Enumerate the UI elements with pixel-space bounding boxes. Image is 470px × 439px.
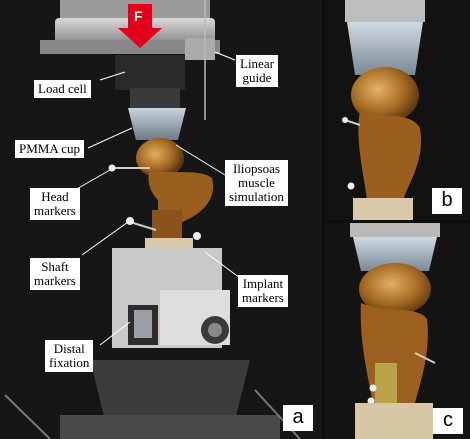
femoral-head xyxy=(359,263,431,315)
label-pmma-cup: PMMA cup xyxy=(15,140,85,158)
pmma-cup xyxy=(347,22,423,75)
label-iliopsoas-line1: Iliopsoas xyxy=(232,161,280,176)
label-shaft-markers-line1: Shaft xyxy=(41,259,69,274)
leader-distal-fixation xyxy=(99,321,131,346)
label-load-cell-text: Load cell xyxy=(38,81,87,96)
label-head-markers: Head markers xyxy=(30,188,80,220)
leader-head-markers xyxy=(74,169,111,191)
machine-top xyxy=(350,223,440,237)
force-arrow xyxy=(118,4,162,48)
panel-c-photo: c xyxy=(325,223,470,439)
label-pmma-cup-text: PMMA cup xyxy=(19,141,81,156)
label-load-cell: Load cell xyxy=(34,80,91,98)
machine-top xyxy=(345,0,425,22)
shaft-marker xyxy=(126,217,134,225)
femoral-head xyxy=(351,67,419,123)
cement-base xyxy=(355,403,433,439)
panel-label-c: c xyxy=(433,408,463,434)
label-shaft-markers: Shaft markers xyxy=(30,258,80,290)
label-linear-guide-line1: Linear xyxy=(240,56,274,71)
panel-a-photo: F Load cell Linear guide PMMA cup Iliops… xyxy=(4,0,313,439)
leader-pmma-cup xyxy=(87,127,133,149)
label-shaft-markers-line2: markers xyxy=(34,273,76,288)
leader-shaft-markers xyxy=(81,221,129,256)
label-linear-guide-line2: guide xyxy=(242,70,272,85)
label-implant-markers: Implant markers xyxy=(238,275,288,307)
force-symbol: F xyxy=(134,8,143,24)
head-marker xyxy=(108,164,116,172)
panel-label-a: a xyxy=(283,405,313,431)
machine-base xyxy=(90,360,250,420)
label-distal-fixation: Distal fixation xyxy=(45,340,94,372)
load-cell xyxy=(115,55,185,90)
panel-label-b: b xyxy=(432,188,462,214)
label-linear-guide: Linear guide xyxy=(236,55,278,87)
leader-iliopsoas xyxy=(175,144,226,176)
femur-proximal xyxy=(358,110,422,200)
pmma-cup xyxy=(353,237,437,271)
panel-b-photo: b xyxy=(325,0,470,220)
label-distal-fixation-line1: Distal xyxy=(53,341,85,356)
label-iliopsoas-line2: muscle xyxy=(238,175,275,190)
pmma-cup xyxy=(128,108,186,140)
label-implant-markers-line2: markers xyxy=(242,290,284,305)
label-implant-markers-line1: Implant xyxy=(242,276,284,291)
label-iliopsoas: Iliopsoas muscle simulation xyxy=(225,160,288,206)
cement-base xyxy=(353,198,413,220)
implant-marker xyxy=(369,384,377,392)
leader-implant-markers xyxy=(204,251,241,279)
panel-b-illustration xyxy=(325,0,470,220)
label-iliopsoas-line3: simulation xyxy=(229,189,284,204)
panel-c-illustration xyxy=(325,223,470,439)
implant-marker-1 xyxy=(193,232,201,240)
leader-linear-guide xyxy=(214,51,236,61)
label-head-markers-line1: Head xyxy=(41,189,69,204)
label-distal-fixation-line2: fixation xyxy=(49,355,90,370)
linear-guide xyxy=(185,38,215,60)
leader-load-cell xyxy=(99,71,126,81)
label-head-markers-line2: markers xyxy=(34,203,76,218)
